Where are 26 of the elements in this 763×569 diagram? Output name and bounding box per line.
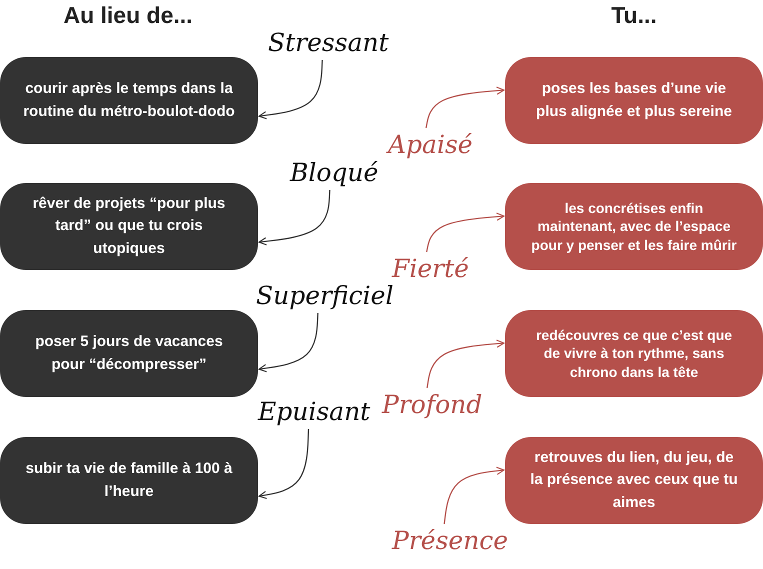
feeling-word: Superficiel xyxy=(256,281,394,311)
rounded-box: redécouvres ce que c’est que de vivre à ton rythme, sans chrono dans la tête xyxy=(505,310,763,397)
feeling-word: Présence xyxy=(392,526,508,556)
rounded-box: poses les bases d’une vie plus alignée et plus sereine xyxy=(505,57,763,144)
curved-arrow xyxy=(258,312,318,372)
curved-arrow xyxy=(426,340,505,388)
curved-arrow xyxy=(444,466,505,524)
curved-arrow xyxy=(258,190,330,246)
curved-arrow xyxy=(258,428,310,500)
rounded-box: subir ta vie de famille à 100 à l’heure xyxy=(0,437,258,524)
feeling-word: Stressant xyxy=(268,28,389,58)
rounded-box: poser 5 jours de vacances pour “décompresser” xyxy=(0,310,258,397)
feeling-word: Bloqué xyxy=(290,158,378,188)
rounded-box: rêver de projets “pour plus tard” ou que tu crois utopiques xyxy=(0,183,258,270)
curved-arrow xyxy=(258,60,323,120)
column-heading: Au lieu de... xyxy=(63,2,193,29)
rounded-box: les concrétises enfin maintenant, avec de l’espace pour y penser et les faire mûrir xyxy=(505,183,763,270)
curved-arrow xyxy=(425,86,505,128)
feeling-word: Apaisé xyxy=(388,130,473,160)
rounded-box: retrouves du lien, du jeu, de la présence avec ceux que tu aimes xyxy=(505,437,763,524)
curved-arrow xyxy=(426,212,505,252)
feeling-word: Fierté xyxy=(392,254,469,284)
rounded-box: courir après le temps dans la routine du métro-boulot-dodo xyxy=(0,57,258,144)
feeling-word: Epuisant xyxy=(258,397,370,427)
column-heading: Tu... xyxy=(611,2,657,29)
feeling-word: Profond xyxy=(382,390,482,420)
